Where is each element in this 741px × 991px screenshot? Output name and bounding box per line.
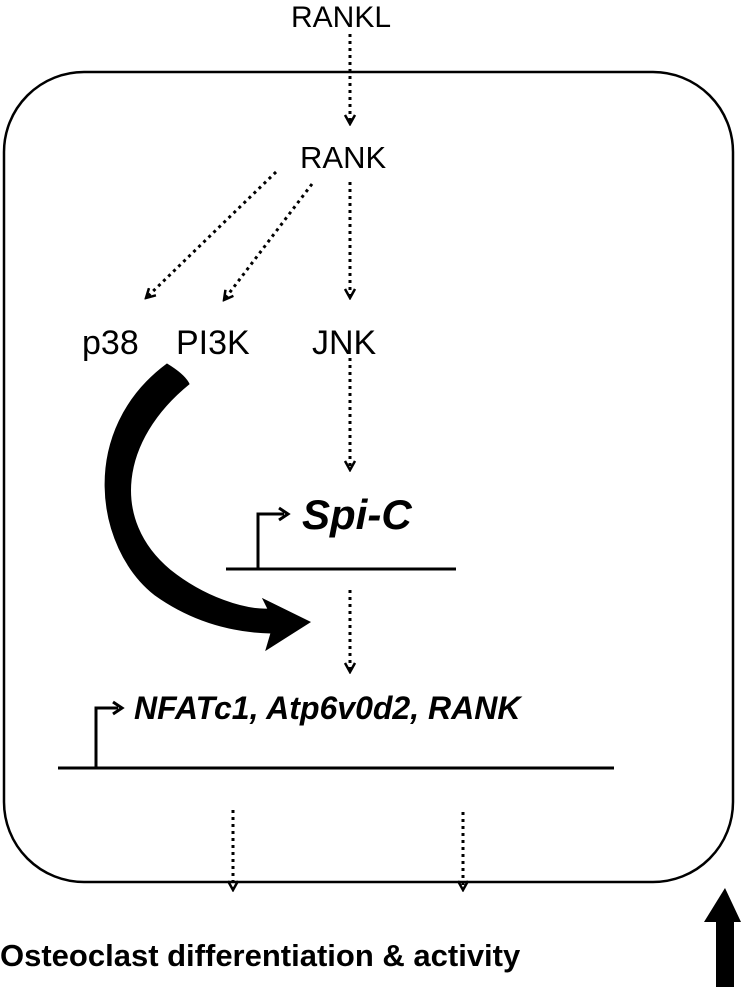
target-genes-label: NFATc1, Atp6v0d2, RANK	[134, 690, 521, 726]
cell-boundary	[2, 70, 735, 884]
arrow-rank-to-pi3k	[224, 183, 314, 300]
jnk-label: JNK	[312, 324, 377, 362]
thick-curved-arrow-p38-to-targets	[104, 363, 312, 652]
arrow-rank-to-p38	[146, 170, 278, 298]
pi3k-label: PI3K	[176, 324, 250, 362]
targets-promoter-icon	[94, 706, 118, 768]
p38-label: p38	[82, 324, 139, 362]
spic-promoter-icon	[256, 512, 284, 568]
spic-gene-label: Spi-C	[302, 491, 412, 538]
increase-arrow-icon	[704, 888, 741, 987]
rankl-label: RANKL	[291, 1, 392, 34]
outcome-label: Osteoclast differentiation & activity	[0, 938, 521, 973]
rank-label: RANK	[300, 140, 387, 175]
